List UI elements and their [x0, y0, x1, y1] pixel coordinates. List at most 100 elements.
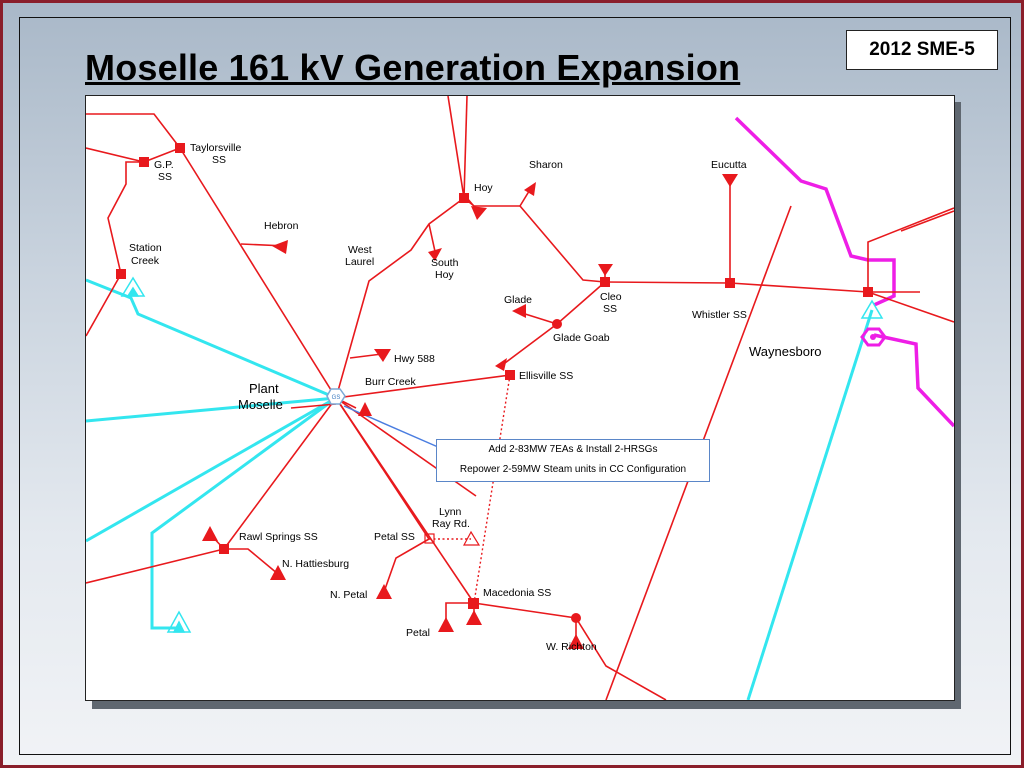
proposed-line-ellisville-macedonia: [473, 374, 511, 604]
line-waynesboro-east: [867, 291, 954, 323]
line-junction-cleo: [519, 205, 606, 283]
label-station-creek-2: Creek: [131, 255, 160, 267]
callout-line-1: Add 2-83MW 7EAs & Install 2-HRSGs: [488, 444, 658, 455]
label-macedonia: Macedonia SS: [483, 587, 551, 599]
line-plant-macedonia: [335, 397, 475, 604]
slide-title: Moselle 161 kV Generation Expansion: [85, 47, 741, 88]
line-petal-ss-npetal: [383, 538, 430, 593]
cyan-line-plant-west-b: [86, 396, 337, 543]
triangle-sharon: [524, 182, 536, 196]
label-glade-goab: Glade Goab: [553, 332, 610, 344]
callout-leader-line: [343, 405, 439, 448]
label-ellisville: Ellisville SS: [519, 370, 573, 382]
line-rawl-west: [86, 548, 225, 584]
label-south-hoy: South: [431, 257, 459, 269]
label-station-creek: Station: [129, 242, 162, 254]
substations: [116, 143, 873, 609]
triangle-rawl-springs: [202, 526, 218, 541]
line-hwy588: [349, 353, 383, 359]
map-labels: Taylorsville SS G.P. SS Station Creek He…: [129, 142, 822, 653]
line-waynesboro-north: [867, 207, 954, 292]
triangle-n-hattiesburg: [270, 565, 286, 580]
triangle-eucutta: [722, 174, 738, 187]
label-cleo: Cleo: [600, 291, 622, 303]
junction-points: [552, 319, 581, 623]
triangle-ellisville-left: [495, 358, 507, 371]
line-taylorsville-gp: [143, 147, 181, 163]
substation-ellisville: [505, 370, 515, 380]
cyan-line-waynesboro-south: [746, 309, 874, 700]
label-moselle: Moselle: [238, 397, 283, 412]
label-gp: G.P.: [154, 159, 174, 171]
svg-text:GS: GS: [332, 395, 341, 401]
cyan-line-plant-to-station-creek: [86, 278, 337, 400]
triangle-petal: [438, 617, 454, 632]
substation-hoy: [459, 193, 469, 203]
label-n-petal: N. Petal: [330, 589, 367, 601]
label-south-hoy-2: Hoy: [435, 269, 454, 281]
line-taylorsville-west: [86, 113, 181, 149]
triangle-cleo: [598, 264, 613, 276]
label-petal: Petal: [406, 627, 430, 639]
substation-petal-ss-proposed: [424, 533, 435, 544]
line-gp-station-creek: [107, 161, 144, 275]
callout-box: Add 2-83MW 7EAs & Install 2-HRSGs Repowe…: [436, 439, 710, 482]
substation-taylorsville: [175, 143, 185, 153]
label-taylorsville-ss: SS: [212, 154, 226, 166]
label-plant: Plant: [249, 381, 279, 396]
slide-badge: 2012 SME-5: [846, 30, 998, 70]
line-hoy-far-north: [447, 96, 465, 199]
line-macedonia-richton: [473, 602, 667, 700]
line-station-creek-west: [86, 273, 122, 337]
symbol-station-creek-inner: [126, 286, 140, 297]
magenta-line-south: [873, 333, 954, 428]
label-sharon: Sharon: [529, 159, 563, 171]
substation-gp: [139, 157, 149, 167]
line-burr-spur: [290, 403, 337, 409]
substation-macedonia: [468, 598, 479, 609]
slide-frame: Moselle 161 kV Generation Expansion 2012…: [3, 3, 1021, 765]
triangle-hwy588: [374, 349, 391, 362]
plant-moselle-symbol: GS: [326, 388, 346, 405]
junction-w-richton: [571, 613, 581, 623]
slide-inner-border: [19, 17, 1011, 755]
label-ray-rd: Ray Rd.: [432, 518, 470, 530]
red-lines: [86, 96, 954, 700]
triangle-macedonia: [466, 610, 482, 625]
magenta-lines: [734, 116, 954, 428]
line-rawl-hattiesburg: [224, 548, 279, 575]
map-svg: GS Taylorsville SS G.P. SS Station Creek…: [86, 96, 954, 700]
label-rawl-springs: Rawl Springs SS: [239, 531, 318, 543]
junction-glade-goab: [552, 319, 562, 329]
label-hwy588: Hwy 588: [394, 353, 435, 365]
triangle-hebron: [272, 240, 288, 254]
label-glade: Glade: [504, 294, 532, 306]
triangle-hoy: [471, 206, 487, 220]
label-taylorsville: Taylorsville: [190, 142, 242, 154]
triangle-glade: [512, 304, 526, 318]
cyan-line-plant-southwest: [150, 396, 337, 630]
cyan-line-plant-west-a: [86, 396, 337, 423]
label-burr-creek: Burr Creek: [365, 376, 417, 388]
symbol-southwest-inner: [172, 620, 186, 633]
magenta-line-north: [734, 116, 896, 307]
label-gp-ss: SS: [158, 171, 172, 183]
label-eucutta: Eucutta: [711, 159, 747, 171]
label-hebron: Hebron: [264, 220, 299, 232]
line-plant-rawl: [223, 397, 337, 550]
symbol-waynesboro-outer: [860, 299, 884, 319]
callout-line-2: Repower 2-59MW Steam units in CC Configu…: [459, 464, 687, 475]
label-lynn: Lynn: [439, 506, 462, 518]
label-w-richton: W. Richton: [546, 641, 597, 653]
cyan-lines: [86, 278, 874, 700]
label-petal-ss: Petal SS: [374, 531, 415, 543]
line-waynesboro-ne: [900, 210, 954, 232]
triangle-n-petal: [376, 584, 392, 599]
triangle-plant-southeast: [358, 402, 372, 416]
label-cleo-ss: SS: [603, 303, 617, 315]
transmission-map: GS Taylorsville SS G.P. SS Station Creek…: [85, 95, 955, 701]
label-waynesboro: Waynesboro: [749, 344, 822, 359]
line-gp-west: [86, 147, 145, 163]
substation-cleo: [600, 277, 610, 287]
line-cleo-whistler: [604, 281, 920, 293]
